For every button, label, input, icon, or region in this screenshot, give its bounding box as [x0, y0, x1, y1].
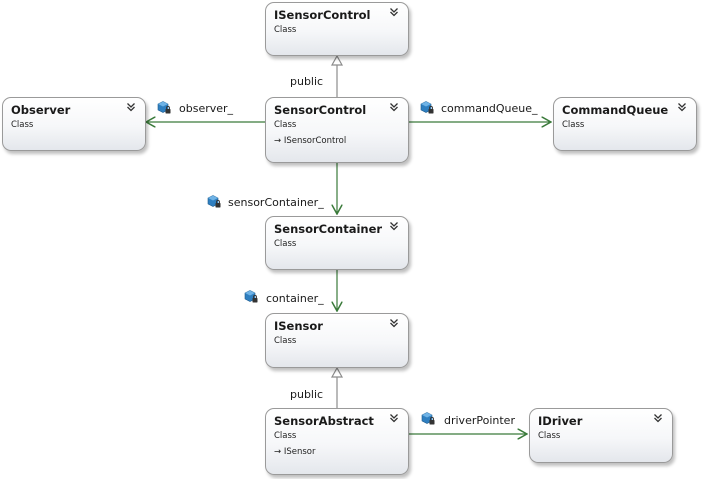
class-isensor[interactable]: ISensor Class: [265, 313, 409, 368]
class-kind: Class: [562, 120, 585, 130]
implements-row: → ISensor: [274, 446, 400, 458]
double-chevron-up-icon[interactable]: [389, 102, 399, 112]
private-field-lock-icon: [420, 101, 434, 114]
class-name: ISensor: [274, 319, 323, 333]
private-field-lock-icon: [157, 101, 171, 114]
inheritance-label: public: [290, 388, 324, 401]
class-sensorcontrol[interactable]: SensorControl Class → ISensorControl: [265, 97, 409, 163]
class-idriver[interactable]: IDriver Class: [529, 408, 673, 463]
implements-row: → ISensorControl: [274, 135, 400, 147]
double-chevron-up-icon[interactable]: [389, 413, 399, 423]
private-field-lock-icon: [244, 290, 258, 303]
inheritance-arrowhead: [330, 54, 344, 66]
class-sensorcontainer[interactable]: SensorContainer Class: [265, 216, 409, 270]
class-kind: Class: [274, 239, 297, 249]
class-kind: Class: [11, 120, 34, 130]
inheritance-arrow-icon: →: [274, 136, 284, 146]
class-kind: Class: [274, 25, 297, 35]
class-commandqueue[interactable]: CommandQueue Class: [553, 97, 697, 151]
class-name: SensorControl: [274, 103, 367, 117]
class-sensorabstract[interactable]: SensorAbstract Class → ISensor: [265, 408, 409, 475]
class-observer[interactable]: Observer Class: [2, 97, 146, 151]
double-chevron-up-icon[interactable]: [389, 318, 399, 328]
class-name: SensorContainer: [274, 222, 383, 236]
class-kind: Class: [538, 431, 561, 441]
association-label-sensorcontainer: sensorContainer_: [228, 196, 324, 209]
double-chevron-up-icon[interactable]: [677, 102, 687, 112]
inheritance-arrowhead: [330, 366, 344, 378]
double-chevron-up-icon[interactable]: [389, 221, 399, 231]
class-kind: Class: [274, 336, 297, 346]
association-label-container: container_: [266, 292, 324, 305]
private-field-lock-icon: [421, 412, 435, 425]
double-chevron-up-icon[interactable]: [126, 102, 136, 112]
class-name: CommandQueue: [562, 103, 669, 117]
class-kind: Class: [274, 431, 297, 441]
association-label-observer: observer_: [179, 102, 234, 115]
inheritance-arrow-icon: →: [274, 447, 284, 457]
class-isensorcontrol[interactable]: ISensorControl Class: [265, 2, 409, 56]
class-name: IDriver: [538, 414, 583, 428]
class-name: SensorAbstract: [274, 414, 374, 428]
inheritance-label: public: [290, 75, 324, 88]
class-name: Observer: [11, 103, 71, 117]
double-chevron-up-icon[interactable]: [653, 413, 663, 423]
double-chevron-up-icon[interactable]: [389, 7, 399, 17]
class-name: ISensorControl: [274, 8, 371, 22]
class-kind: Class: [274, 120, 297, 130]
implements-name: ISensorControl: [283, 136, 347, 146]
association-label-driver: driverPointer: [444, 414, 515, 427]
implements-name: ISensor: [283, 447, 316, 457]
association-label-commandqueue: commandQueue_: [441, 102, 538, 115]
private-field-lock-icon: [207, 195, 221, 208]
